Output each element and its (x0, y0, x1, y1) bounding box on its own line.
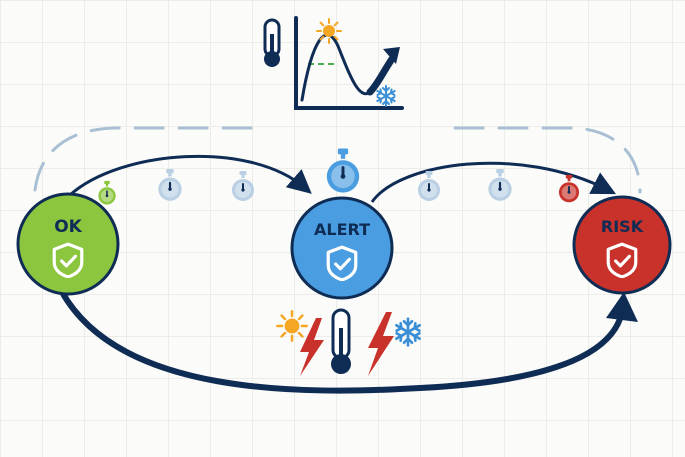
sun-icon (316, 18, 342, 44)
dashed-arc-right (453, 126, 642, 194)
stopwatch-icon (231, 170, 255, 202)
thermometer-icon (331, 308, 351, 374)
thermometer-icon (263, 18, 281, 67)
chart-arrow (366, 52, 398, 96)
arrow-alert-to-risk (370, 161, 617, 203)
state-label-risk: RISK (601, 217, 644, 236)
state-node-ok: OK (16, 192, 120, 296)
stopwatch-icon (417, 170, 441, 202)
arrow-ok-to-risk-bottom (59, 289, 625, 394)
sun-icon (276, 310, 308, 342)
state-node-risk: RISK (572, 195, 672, 295)
stopwatch-icon (157, 168, 183, 202)
stopwatch-icon (325, 147, 361, 195)
lightning-bolt-icon (368, 312, 394, 376)
state-label-alert: ALERT (314, 220, 370, 239)
snowflake-icon (376, 85, 396, 107)
chart-curve (300, 33, 374, 102)
snowflake-icon (395, 317, 421, 347)
chart-axes (294, 16, 404, 110)
arrow-ok-to-risk-head (606, 292, 638, 322)
state-node-alert: ALERT (290, 196, 394, 300)
lightning-bolt-icon (300, 318, 324, 376)
stopwatch-icon (558, 174, 580, 204)
arrow-ok-to-alert (68, 154, 312, 197)
dashed-arc-left (33, 126, 267, 192)
stopwatch-icon (97, 180, 117, 206)
state-label-ok: OK (54, 217, 82, 237)
temperature-curve-chart-icon (263, 16, 404, 110)
stopwatch-icon (487, 168, 513, 202)
